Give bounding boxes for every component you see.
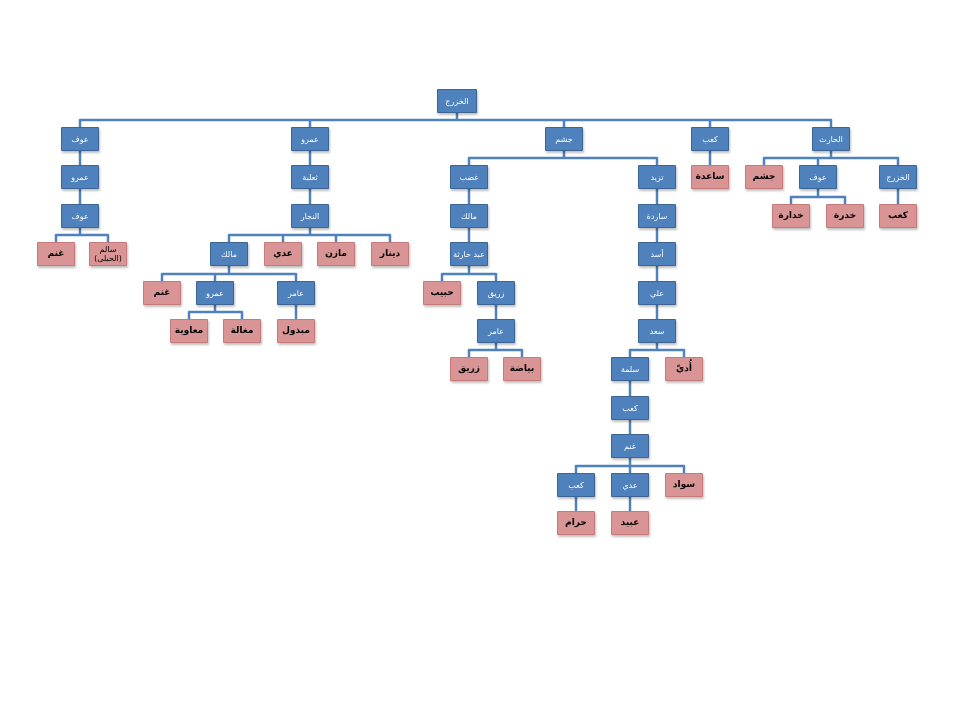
branch-node-malik2: مالك	[450, 204, 488, 228]
branch-node-ali: علي	[638, 281, 676, 305]
leaf-node-saida: ساعدة	[691, 165, 729, 189]
branch-node-kab3: كعب	[691, 127, 729, 151]
branch-node-malik1: مالك	[210, 242, 248, 266]
leaf-node-dinar: دينار	[371, 242, 409, 266]
leaf-node-maghala: مغالة	[223, 319, 261, 343]
branch-node-najjar: النجار	[291, 204, 329, 228]
branch-node-harith: الحارث	[812, 127, 850, 151]
leaf-node-habib: حبيب	[423, 281, 461, 305]
branch-node-yazid: تزيد	[638, 165, 676, 189]
leaf-node-khudra: خدرة	[826, 204, 864, 228]
leaf-node-zurayq2: زريق	[450, 357, 488, 381]
branch-node-awf2: عوف	[61, 204, 99, 228]
branch-node-khazraj2: الخزرج	[879, 165, 917, 189]
connector-root	[78, 113, 833, 127]
branch-node-amir1: عامر	[277, 281, 315, 305]
branch-node-jusham1: جشم	[545, 127, 583, 151]
branch-node-asad: أسد	[638, 242, 676, 266]
leaf-node-kab4: كعب	[879, 204, 917, 228]
branch-node-amir2: عامر	[477, 319, 515, 343]
branch-node-ghanm3: غنم	[611, 434, 649, 458]
leaf-node-ubayd: عبيد	[611, 511, 649, 535]
leaf-node-sawad: سواد	[665, 473, 703, 497]
leaf-node-mabdhul: مبذول	[277, 319, 315, 343]
leaf-node-jusham2: جشم	[745, 165, 783, 189]
connector-jusham1	[467, 151, 659, 165]
connector-harith	[762, 151, 900, 165]
connector-amr3	[187, 305, 244, 319]
branch-node-kab1: كعب	[611, 396, 649, 420]
connector-abdharitha	[440, 266, 498, 281]
branch-node-saad: سعد	[638, 319, 676, 343]
leaf-node-haram: حرام	[557, 511, 595, 535]
branch-node-amr3: عمرو	[196, 281, 234, 305]
branch-node-thalaba: ثعلبة	[291, 165, 329, 189]
branch-node-awf3: عوف	[799, 165, 837, 189]
branch-node-root: الخزرج	[437, 89, 477, 113]
branch-node-amr1: عمرو	[61, 165, 99, 189]
leaf-node-khudara: خدارة	[772, 204, 810, 228]
branch-node-awf1: عوف	[61, 127, 99, 151]
connector-lines	[54, 113, 900, 511]
connector-saad	[628, 343, 686, 357]
leaf-node-bayada: بياضة	[503, 357, 541, 381]
leaf-node-udayy: أُديّ	[665, 357, 703, 381]
branch-node-amr2: عمرو	[291, 127, 329, 151]
branch-node-sarida: ساردة	[638, 204, 676, 228]
leaf-node-ghanm1: غنم	[37, 242, 75, 266]
connector-amir2	[467, 343, 524, 357]
connector-awf3	[789, 189, 847, 204]
leaf-node-mazin: مازن	[317, 242, 355, 266]
branch-node-abdharitha: عبد حارثة	[450, 242, 488, 266]
branch-node-zurayq1: زريق	[477, 281, 515, 305]
leaf-node-muawiya: معاوية	[170, 319, 208, 343]
leaf-node-ghanm2: غنم	[143, 281, 181, 305]
branch-node-kab2: كعب	[557, 473, 595, 497]
connector-najjar	[227, 228, 392, 242]
branch-node-ghadb: غضب	[450, 165, 488, 189]
connector-awf2	[54, 228, 110, 242]
branch-node-salima: سلمة	[611, 357, 649, 381]
connector-malik1	[160, 266, 298, 281]
leaf-node-salim: سالم (الحبلى)	[89, 242, 127, 266]
leaf-node-adi1: عدي	[264, 242, 302, 266]
connector-ghanm3	[574, 458, 686, 473]
branch-node-adi2: عدي	[611, 473, 649, 497]
